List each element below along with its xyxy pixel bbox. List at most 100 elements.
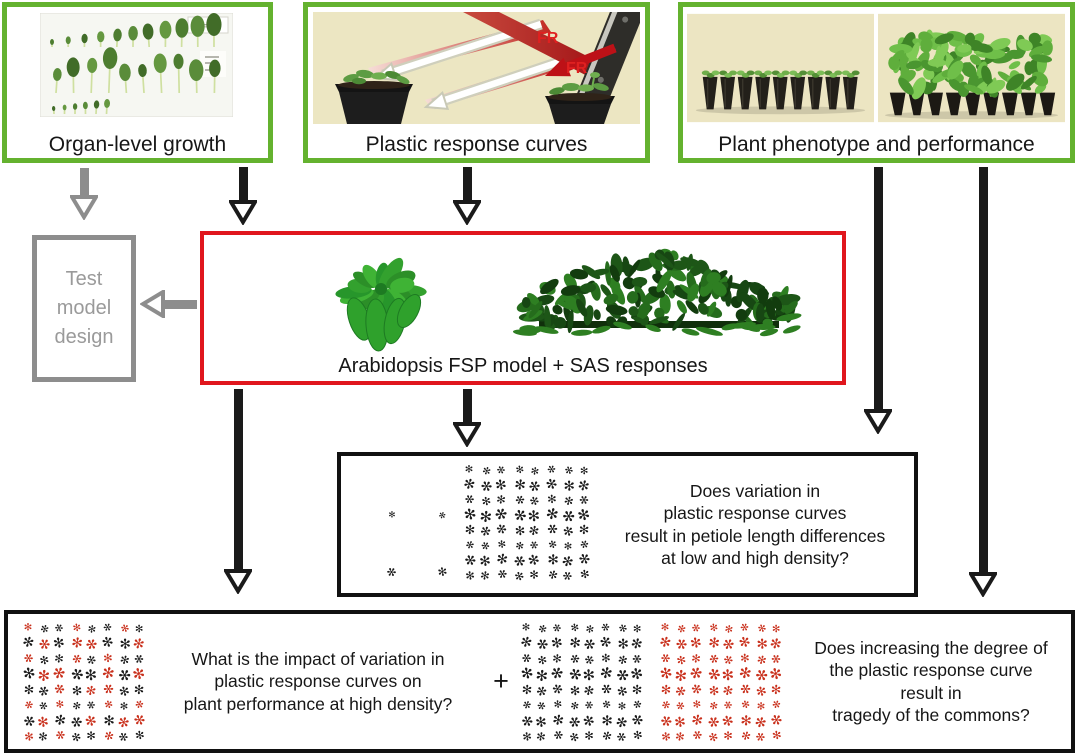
plant-glyph: ✻ [35,633,53,653]
plant-glyph: ✻ [37,665,51,684]
plant-glyph: ✻ [518,634,534,653]
plant-glyph: ✻ [614,711,630,731]
tray-low-pots [701,70,860,110]
plant-glyph: ✻ [535,665,549,684]
plant-glyph: ✻ [753,711,769,731]
plant-glyph: ✻ [720,728,738,744]
plant-glyph: ✻ [98,711,118,730]
bottom-question-box: ✻✻✻✻✻✻✻✻✻✻✻✻✻✻✻✻✻✻✻✻✻✻✻✻✻✻✻✻✻✻✻✻✻✻✻✻✻✻✻✻… [4,610,1075,753]
plant-glyph: ✻ [527,567,544,582]
plant-glyph: ✻ [574,506,595,523]
plant-glyph: ✻ [52,712,68,730]
arrow-organ-to-testmodel [70,168,98,220]
question-line: tragedy of the commons? [832,704,1030,725]
plant-glyph: ✻ [511,493,526,506]
plant-glyph: ✻ [23,621,33,634]
plant-glyph: ✻ [462,539,476,550]
question-line: result in petiole length differences [624,525,886,546]
plant-glyph: ✻ [495,550,510,569]
plant-glyph: ✻ [130,635,150,651]
plant-glyph: ✻ [66,634,86,652]
plant-glyph: ✻ [577,462,592,477]
test-model-line: Test [65,268,103,290]
fr-label-2: FR [566,60,588,77]
plant-glyph: ✻ [550,681,566,699]
plant-glyph: ✻ [494,520,510,539]
plant-glyph: ✻ [566,653,582,665]
plant-glyph: ✻ [770,653,784,664]
plant-glyph: ✻ [524,504,546,525]
plant-glyph: ✻ [598,698,614,713]
question-line: result in [900,682,962,703]
plant-glyph: ✻ [81,664,103,685]
plant-glyph: ✻ [654,663,676,685]
panel-phenotype-caption: Plant phenotype and performance [718,133,1035,156]
bottom-left-question-text: What is the impact of variation in plast… [158,614,478,749]
plant-glyph: ✻ [464,463,474,476]
plant-glyph: ✻ [580,713,600,729]
plant-glyph: ✻ [100,633,116,653]
plant-glyph: ✻ [102,651,114,666]
plant-glyph: ✻ [101,620,115,635]
plant-glyph: ✻ [20,634,36,653]
question-line: Does increasing the degree of [814,637,1048,658]
plant-glyph: ✻ [435,508,449,521]
panel-organ-level-growth: Organ-level growth [2,2,273,163]
plant-glyph: ✻ [68,698,84,713]
question-line: Does variation in [689,480,821,501]
plant-glyph: ✻ [461,475,477,494]
plant-glyph: ✻ [460,552,478,567]
plant-glyph: ✻ [689,712,705,730]
plant-glyph: ✻ [767,635,787,651]
plant-glyph: ✻ [769,698,785,713]
panel-plastic-response: FR FR [303,2,650,163]
arrow-organ-to-fsp [229,167,257,225]
plant-glyph: ✻ [100,698,116,713]
plant-glyph: ✻ [692,698,702,712]
plus-sign: + [493,666,509,696]
plant-glyph: ✻ [388,509,396,520]
plant-glyph: ✻ [478,520,494,539]
plant-glyph: ✻ [560,566,576,583]
plant-glyph: ✻ [575,476,594,493]
panel-organ-caption: Organ-level growth [48,133,227,156]
plant-glyph: ✻ [723,700,735,710]
low-density-tray-photo [687,13,874,123]
plant-glyph: ✻ [534,681,550,699]
plant-glyph: ✻ [703,634,723,652]
high-density-plants: ✻✻✻✻✻✻✻✻✻✻✻✻✻✻✻✻✻✻✻✻✻✻✻✻✻✻✻✻✻✻✻✻✻✻✻✻✻✻✻✻… [459,462,595,583]
plant-glyph: ✻ [687,635,707,652]
panel-plastic-caption: Plastic response curves [365,133,588,156]
leaf-scan-image [40,13,233,117]
plant-glyph: ✻ [629,681,647,699]
plant-glyph: ✻ [536,651,548,667]
plant-glyph: ✻ [739,651,751,666]
plant-glyph: ✻ [719,713,739,729]
plant-glyph: ✻ [737,633,753,653]
plant-glyph: ✻ [542,550,562,569]
scanned-leaves [50,13,222,115]
plant-glyph: ✻ [69,728,83,744]
plant-glyph: ✻ [515,663,537,685]
plant-glyph: ✻ [612,634,632,653]
question-line: at low and high density? [661,547,849,568]
plant-glyph: ✻ [703,711,723,731]
plant-glyph: ✻ [705,620,721,635]
plant-glyph: ✻ [82,713,102,729]
plant-glyph: ✻ [674,665,688,684]
plant-glyph: ✻ [657,634,673,653]
plant-glyph: ✻ [83,682,101,697]
plant-glyph: ✻ [689,728,705,745]
plant-glyph: ✻ [736,680,754,699]
plant-glyph: ✻ [548,635,568,652]
plant-glyph: ✻ [477,474,495,495]
plant-glyph: ✻ [579,567,591,582]
plant-glyph: ✻ [52,681,68,699]
plant-glyph: ✻ [597,680,615,699]
plant-glyph: ✻ [720,633,738,653]
plant-glyph: ✻ [37,698,51,713]
monoculture-red-plants: ✻✻✻✻✻✻✻✻✻✻✻✻✻✻✻✻✻✻✻✻✻✻✻✻✻✻✻✻✻✻✻✻✻✻✻✻✻✻✻✻… [654,620,787,745]
arrow-fsp-to-bottombox [224,389,252,594]
plant-glyph: ✻ [565,681,583,698]
plant-glyph: ✻ [532,711,552,731]
